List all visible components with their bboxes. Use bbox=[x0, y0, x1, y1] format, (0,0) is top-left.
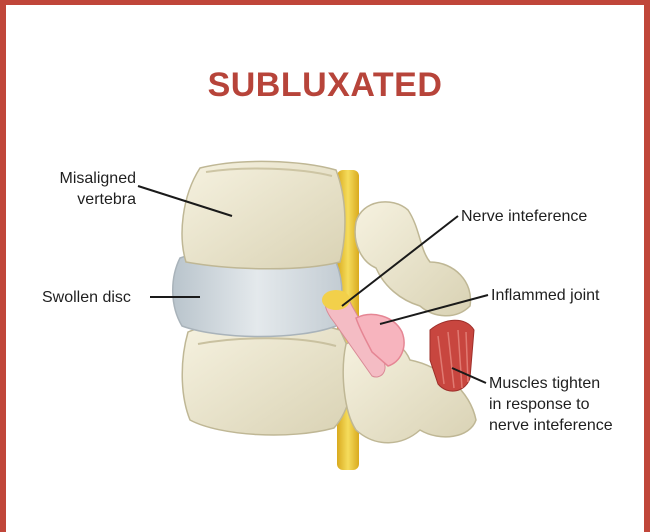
leader-muscles bbox=[451, 367, 487, 384]
nerve-exit bbox=[322, 290, 350, 310]
label-inflamed-joint: Inflammed joint bbox=[491, 287, 600, 304]
leader-nerve bbox=[341, 215, 459, 307]
label-muscles-line1: Muscles tighten bbox=[489, 375, 601, 392]
upper-posterior-process bbox=[354, 201, 472, 317]
inflamed-joint-shape bbox=[355, 313, 405, 367]
label-misaligned-vertebra: Misaligned vertebra bbox=[40, 168, 136, 210]
label-swollen-disc: Swollen disc bbox=[42, 289, 131, 306]
label-misaligned-line2: vertebra bbox=[77, 191, 136, 208]
leader-inflamed bbox=[379, 294, 489, 325]
diagram-title: SUBLUXATED bbox=[207, 66, 443, 104]
label-muscles-tighten: Muscles tighten in response to nerve int… bbox=[489, 373, 613, 436]
label-nerve-interference: Nerve inteference bbox=[461, 208, 588, 225]
label-muscles-line2: in response to bbox=[489, 396, 590, 413]
leader-misaligned bbox=[137, 185, 233, 217]
label-muscles-line3: nerve inteference bbox=[489, 417, 613, 434]
upper-vertebra bbox=[181, 160, 346, 270]
label-misaligned-line1: Misaligned bbox=[59, 170, 136, 187]
